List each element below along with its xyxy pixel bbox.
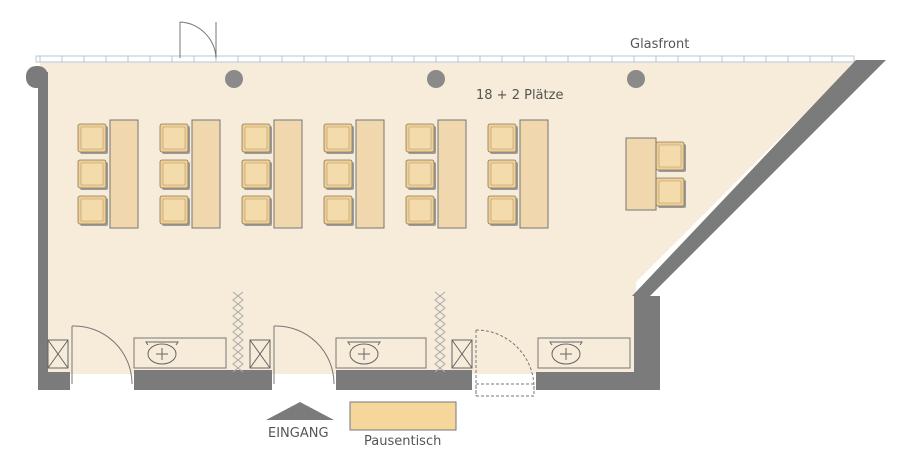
chair-icon xyxy=(159,159,190,190)
walls xyxy=(26,60,886,390)
chair-icon xyxy=(241,123,272,154)
desk-table xyxy=(191,119,221,229)
seating-area xyxy=(77,119,686,229)
lecturer-desk xyxy=(625,137,657,211)
chair-icon xyxy=(241,159,272,190)
sink-icon xyxy=(133,337,631,369)
chair-icon xyxy=(487,159,518,190)
desk-group xyxy=(159,119,221,229)
chair-icon xyxy=(77,159,108,190)
desk-table xyxy=(109,119,139,229)
chair-icon xyxy=(655,141,686,172)
chair-icon xyxy=(77,195,108,226)
desk-table xyxy=(437,119,467,229)
column-pillar-icon xyxy=(225,70,645,88)
desk-table xyxy=(519,119,549,229)
chair-icon xyxy=(487,123,518,154)
door-swing-icon xyxy=(475,329,535,397)
desk-group xyxy=(487,119,549,229)
chair-icon xyxy=(159,123,190,154)
chair-icon xyxy=(159,195,190,226)
desk-group xyxy=(323,119,385,229)
glass-front xyxy=(35,55,855,63)
chair-icon xyxy=(487,195,518,226)
desk-group xyxy=(405,119,467,229)
entrance-arrow-icon xyxy=(266,402,334,420)
chair-icon xyxy=(77,123,108,154)
chair-icon xyxy=(241,195,272,226)
divider-wall xyxy=(232,291,446,373)
desk-table xyxy=(273,119,303,229)
desk-group xyxy=(241,119,303,229)
desk-group xyxy=(77,119,139,229)
chair-icon xyxy=(405,195,436,226)
desk-table xyxy=(355,119,385,229)
chair-icon xyxy=(323,159,354,190)
chair-icon xyxy=(405,159,436,190)
capacity-label: 18 + 2 Plätze xyxy=(476,88,564,103)
chair-icon xyxy=(655,177,686,208)
cabinet-x-icon xyxy=(47,339,473,369)
entrance-label: EINGANG xyxy=(268,426,329,441)
glass-front-label: Glasfront xyxy=(630,37,690,52)
chair-icon xyxy=(405,123,436,154)
chair-icon xyxy=(323,123,354,154)
break-table xyxy=(349,401,457,431)
break-table-label: Pausentisch xyxy=(364,434,442,449)
chair-icon xyxy=(323,195,354,226)
door-swing-icon xyxy=(71,325,335,385)
door-swing-icon xyxy=(179,21,217,59)
